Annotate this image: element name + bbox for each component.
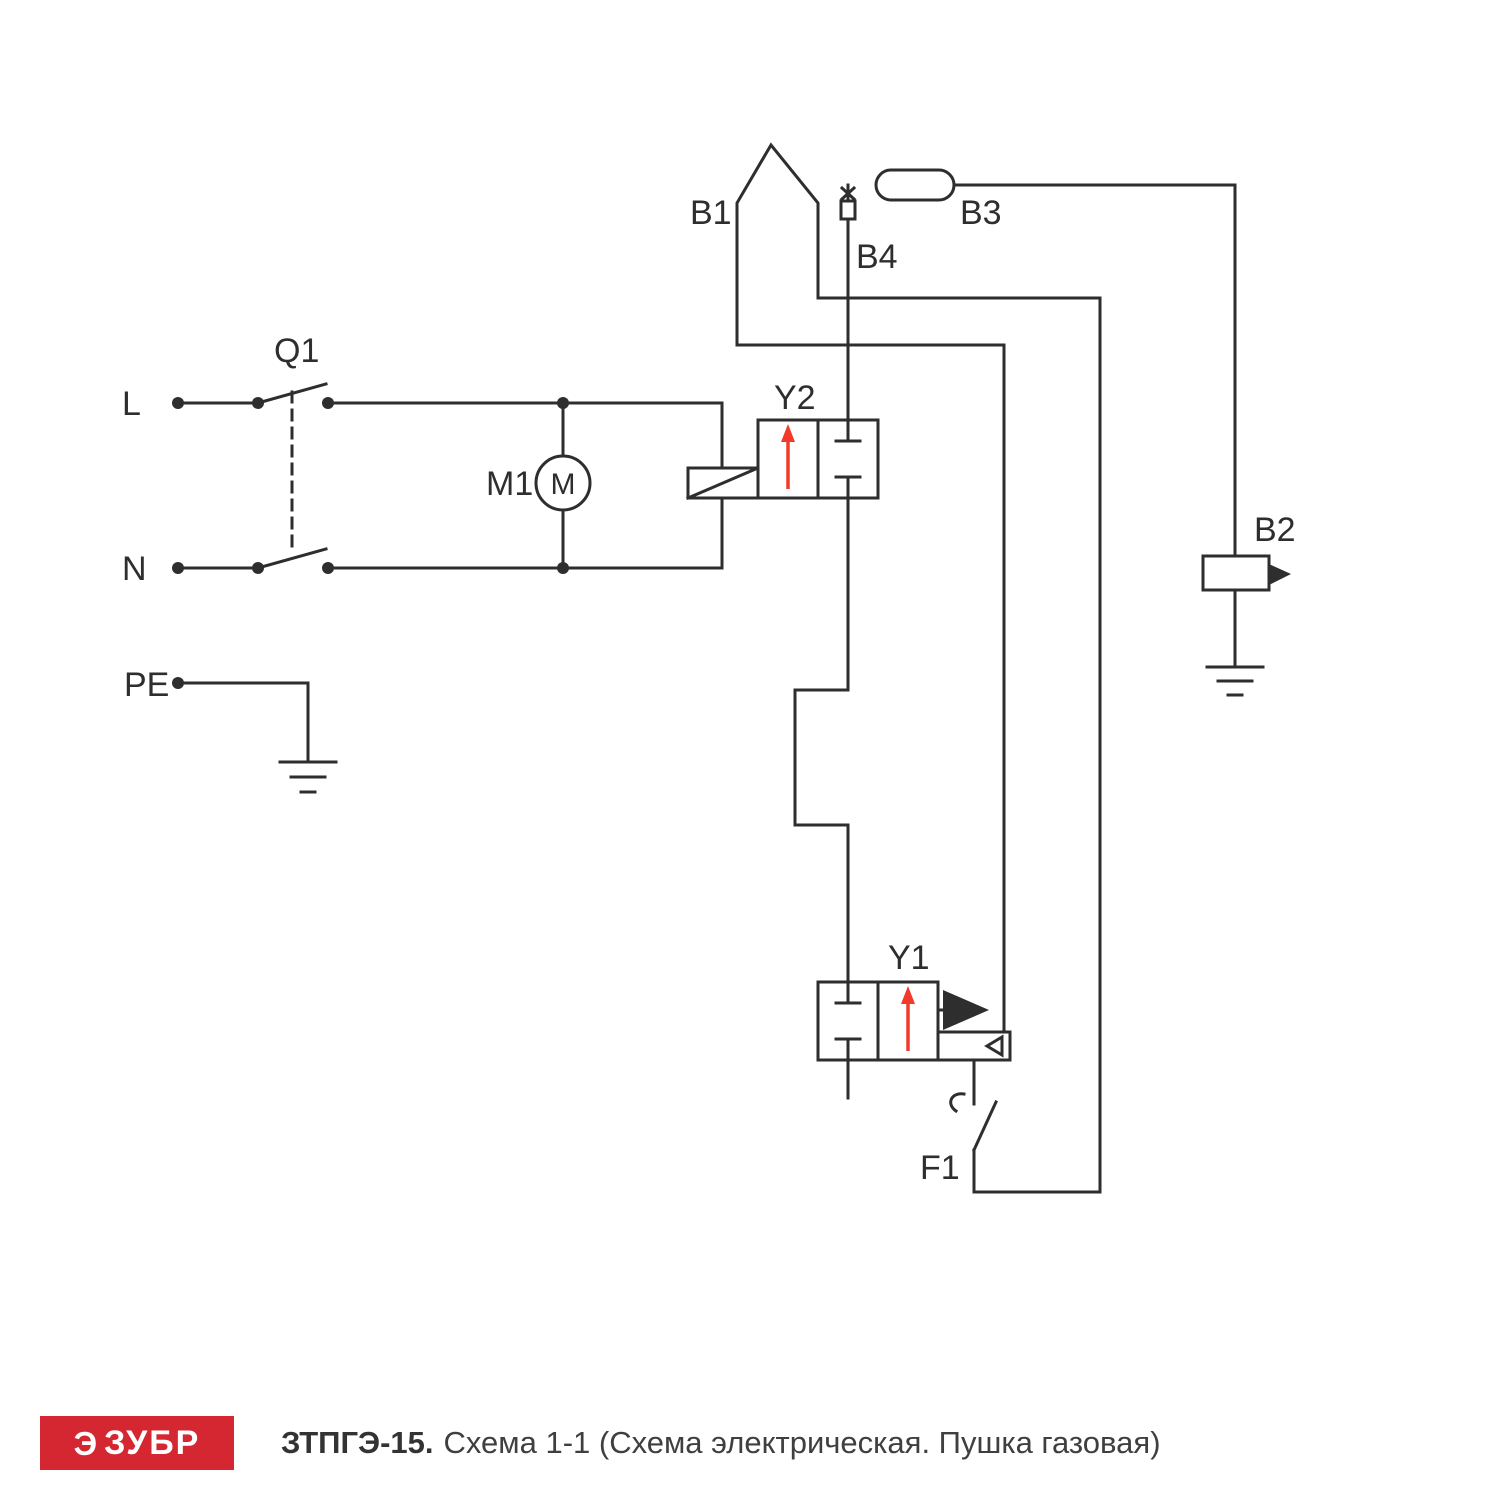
y2-blocked-ports <box>834 418 862 500</box>
motor-letter: M <box>551 468 576 501</box>
motor-m1: M M1 <box>486 397 592 574</box>
switch-q1: Q1 <box>252 332 334 574</box>
b4-body <box>839 199 857 221</box>
label-y2: Y2 <box>774 379 816 417</box>
label-f1: F1 <box>920 1149 960 1187</box>
terminal-pe: PE <box>124 666 338 794</box>
b1-shape <box>735 142 820 347</box>
terminal-dot-pe <box>172 677 184 689</box>
valve-y2: Y2 <box>686 379 880 500</box>
label-n: N <box>122 550 147 588</box>
wire-pilot-supply <box>735 343 1006 1034</box>
valve-y1: Y1 <box>816 939 1012 1100</box>
y2-flow-arrowhead <box>781 424 795 442</box>
y1-coil-triangle <box>984 1034 1004 1058</box>
gas-line-mid <box>793 496 850 984</box>
terminal-dot-n <box>172 562 184 574</box>
caption-text: Схема 1-1 (Схема электрическая. Пушка га… <box>443 1425 1161 1460</box>
terminal-n: N <box>122 550 258 588</box>
y1-blocked-ports <box>834 980 862 1062</box>
motor-circle <box>534 454 592 512</box>
burner-b1: B1 <box>690 142 820 347</box>
wire-n-run <box>326 498 724 570</box>
b3-capsule <box>874 168 956 202</box>
wire-return <box>816 296 1102 1194</box>
junction-dot <box>557 562 569 574</box>
y1-flow-arrowhead <box>901 986 915 1004</box>
b4-spark-icon <box>839 183 857 203</box>
label-l: L <box>122 385 141 423</box>
b3-wire <box>952 183 1237 558</box>
b2-arrow <box>1269 564 1291 585</box>
y1-outlet-arrow <box>943 990 989 1030</box>
sensor-b2: B2 <box>1201 511 1296 697</box>
gas-lines <box>793 220 850 984</box>
label-b2: B2 <box>1254 511 1296 549</box>
wire-pe <box>176 681 310 764</box>
earth-symbol-b2 <box>1205 665 1265 697</box>
q1-contact-dot <box>252 562 264 574</box>
label-b3: B3 <box>960 194 1002 232</box>
brand-logo-icon: Э <box>73 1424 98 1462</box>
model-number: ЗТПГЭ-15. <box>281 1425 434 1460</box>
label-m1: M1 <box>486 465 533 503</box>
control-wires <box>735 296 1102 1194</box>
earth-symbol-pe <box>278 760 338 794</box>
label-b4: B4 <box>856 238 898 276</box>
q1-contact-dot <box>252 397 264 409</box>
b2-body <box>1201 554 1271 592</box>
wire-l-run <box>326 401 724 470</box>
f1-thermal-hook <box>949 1092 966 1114</box>
junction-dot <box>557 397 569 409</box>
sensor-b3: B3 <box>874 168 1237 558</box>
y2-coil-diagonal <box>686 466 760 500</box>
terminal-dot-l <box>172 397 184 409</box>
f1-blade <box>972 1100 998 1152</box>
electrode-b4: B4 <box>839 183 898 276</box>
q1-blade-n <box>256 547 328 570</box>
terminal-l: L <box>122 385 258 423</box>
label-pe: PE <box>124 666 169 704</box>
supply-wires <box>326 401 724 570</box>
label-q1: Q1 <box>274 332 319 370</box>
label-b1: B1 <box>690 194 732 232</box>
diagram-caption: ЗТПГЭ-15. Схема 1-1 (Схема электрическая… <box>281 1416 1161 1470</box>
brand-logo: Э ЗУБР <box>40 1416 234 1470</box>
brand-name: ЗУБР <box>104 1424 201 1462</box>
label-y1: Y1 <box>888 939 930 977</box>
thermal-switch-f1: F1 <box>920 1058 998 1187</box>
